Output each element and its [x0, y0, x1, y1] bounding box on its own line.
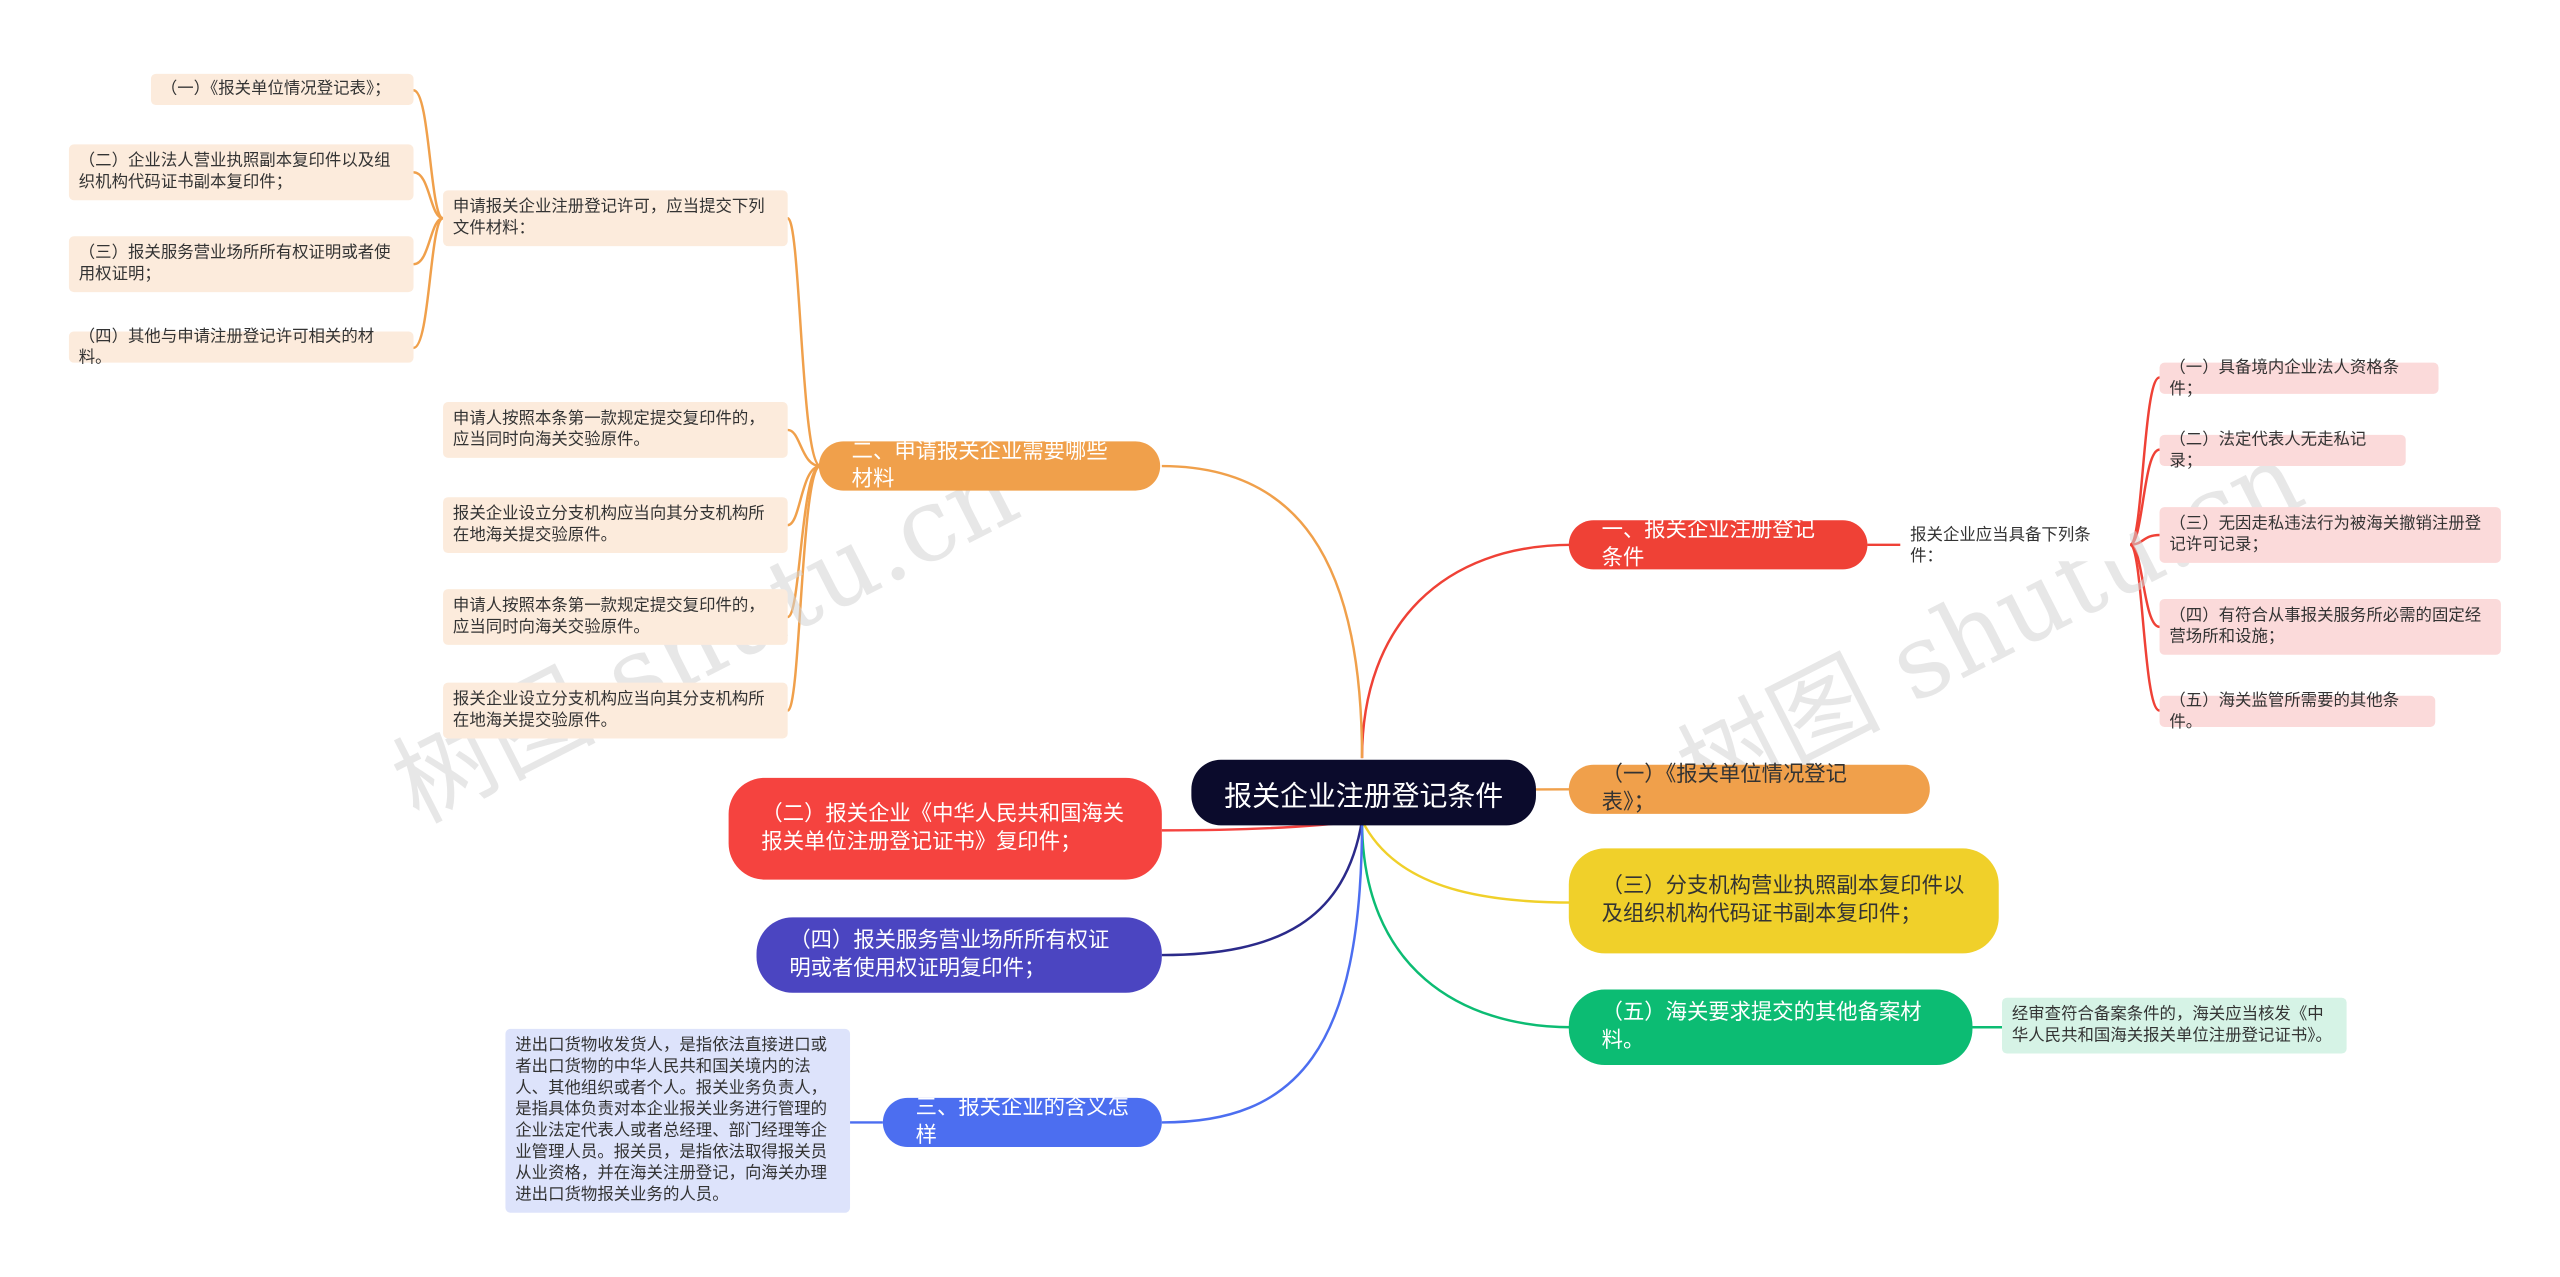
root-topic-label: 报关企业注册登记条件 [1224, 780, 1504, 814]
leaf-material-1[interactable]: （一）《报关单位情况登记表》； [150, 73, 414, 106]
edge-b2 [1161, 464, 1364, 759]
root-topic[interactable]: 报关企业注册登记条件 [1191, 759, 1536, 826]
leaf-material-3[interactable]: （三）报关服务营业场所所有权证明或者使用权证明； [68, 236, 414, 293]
leaf-note-3[interactable]: 申请人按照本条第一款规定提交复印件的，应当同时向海关交验原件。 [443, 589, 788, 645]
branch-1-condition-intro[interactable]: 报关企业应当具备下列条件： [1900, 527, 2131, 566]
branch-label: （一）《报关单位情况登记表》； [1601, 763, 1847, 816]
edge-l4 [1161, 820, 1364, 957]
branch-node-1[interactable]: 一、报关企业注册登记条件 [1568, 519, 1868, 571]
leaf-condition-5[interactable]: （五）海关监管所需要的其他条件。 [2159, 692, 2436, 731]
branch-node-l4[interactable]: （四）报关服务营业场所所有权证明或者使用权证明复印件； [756, 917, 1162, 993]
leaf-condition-3[interactable]: （三）无因走私违法行为被海关撤销注册登记许可记录； [2159, 507, 2501, 563]
leaf-condition-2[interactable]: （二）法定代表人无走私记录； [2159, 431, 2406, 470]
leaf-note-2[interactable]: 报关企业设立分支机构应当向其分支机构所在地海关提交验原件。 [443, 497, 788, 554]
edge-r3 [1360, 819, 1573, 904]
leaf-material-2[interactable]: （二）企业法人营业执照副本复印件以及组织机构代码证书副本复印件； [68, 144, 414, 201]
branch-label: 二、申请报关企业需要哪些材料 [851, 439, 1108, 493]
leaf-condition-4[interactable]: （四）有符合从事报关服务所必需的固定经营场所和设施； [2159, 598, 2501, 655]
branch-node-r1[interactable]: （一）《报关单位情况登记表》； [1568, 763, 1930, 816]
branch-label: （二）报关企业《中华人民共和国海关报关单位注册登记证书》复印件； [761, 802, 1125, 855]
branch-node-3[interactable]: 三、报关企业的含义怎样 [882, 1096, 1162, 1149]
branch-label: （四）报关服务营业场所所有权证明或者使用权证明复印件； [789, 928, 1110, 982]
leaf-certificate[interactable]: 经审查符合备案条件的，海关应当核发《中华人民共和国海关报关单位注册登记证书》。 [2002, 997, 2347, 1054]
branch-node-r5[interactable]: （五）海关要求提交的其他备案材料。 [1568, 989, 1973, 1066]
leaf-material-4[interactable]: （四）其他与申请注册登记许可相关的材料。 [68, 327, 414, 367]
edge-b1 [1360, 543, 1573, 759]
leaf-definition[interactable]: 进出口货物收发货人，是指依法直接进口或者出口货物的中华人民共和国关境内的法人、其… [505, 1028, 851, 1213]
branch-label: 一、报关企业注册登记条件 [1601, 518, 1815, 572]
branch-node-l2[interactable]: （二）报关企业《中华人民共和国海关报关单位注册登记证书》复印件； [728, 777, 1162, 880]
branch-label: （三）分支机构营业执照副本复印件以及组织机构代码证书副本复印件； [1601, 874, 1965, 928]
leaf-condition-1[interactable]: （一）具备境内企业法人资格条件； [2159, 359, 2439, 398]
branch-label: （五）海关要求提交的其他备案材料。 [1601, 1001, 1922, 1054]
edge-b3 [1161, 820, 1364, 1124]
branch-2-materials-intro[interactable]: 申请报关企业注册登记许可，应当提交下列文件材料： [443, 190, 788, 247]
branch-label: 三、报关企业的含义怎样 [915, 1096, 1130, 1149]
branch-node-2[interactable]: 二、申请报关企业需要哪些材料 [818, 440, 1161, 492]
branch-node-r3[interactable]: （三）分支机构营业执照副本复印件以及组织机构代码证书副本复印件； [1568, 848, 1999, 954]
leaf-note-1[interactable]: 申请人按照本条第一款规定提交复印件的，应当同时向海关交验原件。 [443, 402, 788, 458]
edge-r5 [1360, 820, 1573, 1029]
leaf-note-4[interactable]: 报关企业设立分支机构应当向其分支机构所在地海关提交验原件。 [443, 682, 788, 739]
